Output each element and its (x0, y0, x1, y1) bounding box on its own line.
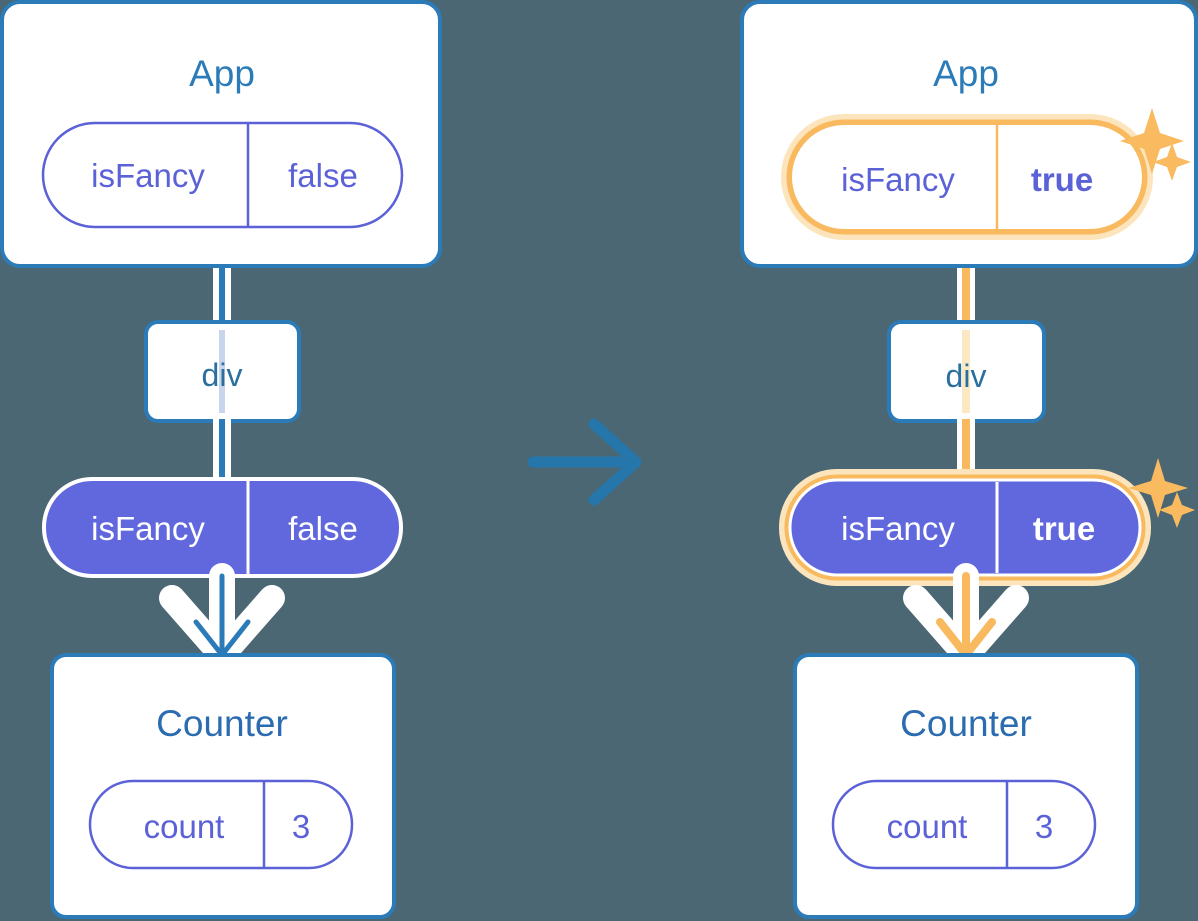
sparkle-icon-app-after (1120, 108, 1191, 181)
prop-pill-key-after: isFancy (841, 510, 955, 547)
counter-card-after (793, 653, 1139, 919)
app-state-pill-after: isFancy true (781, 114, 1153, 240)
div-label-after: div (946, 358, 987, 394)
counter-state-pill-value-before: 3 (292, 808, 310, 845)
counter-state-pill-key-before: count (144, 808, 225, 845)
prop-pill-value-after: true (1033, 510, 1095, 547)
counter-state-pill-after: count 3 (831, 779, 1097, 870)
panel-after: App isFancy true div (740, 0, 1198, 919)
prop-pill-before: isFancy false (42, 477, 403, 578)
counter-title-after: Counter (900, 703, 1032, 744)
sparkle-icon-prop-after (1128, 458, 1195, 528)
counter-state-pill-key-after: count (887, 808, 968, 845)
app-state-pill-value-after: true (1031, 161, 1093, 198)
app-title-before: App (189, 53, 255, 94)
app-title-after: App (933, 53, 999, 94)
prop-pill-value-before: false (288, 510, 358, 547)
app-card-before (0, 0, 442, 268)
app-state-pill-before: isFancy false (41, 121, 404, 229)
prop-pill-after: isFancy true (779, 469, 1151, 586)
counter-state-pill-value-after: 3 (1035, 808, 1053, 845)
div-node-before: div (144, 320, 301, 423)
arrow-prop-to-counter-after (903, 563, 1029, 670)
prop-pill-key-before: isFancy (91, 510, 205, 547)
transition-arrow-icon (527, 418, 642, 506)
div-label-before: div (202, 357, 243, 393)
arrow-prop-to-counter-before (159, 563, 285, 670)
app-state-pill-value-before: false (288, 157, 358, 194)
panel-before: App isFancy false div (0, 0, 442, 919)
counter-card-before (50, 653, 396, 919)
counter-title-before: Counter (156, 703, 288, 744)
counter-state-pill-before: count 3 (88, 779, 354, 870)
app-state-pill-key-after: isFancy (841, 161, 955, 198)
app-state-pill-key-before: isFancy (91, 157, 205, 194)
div-node-after: div (887, 320, 1046, 423)
